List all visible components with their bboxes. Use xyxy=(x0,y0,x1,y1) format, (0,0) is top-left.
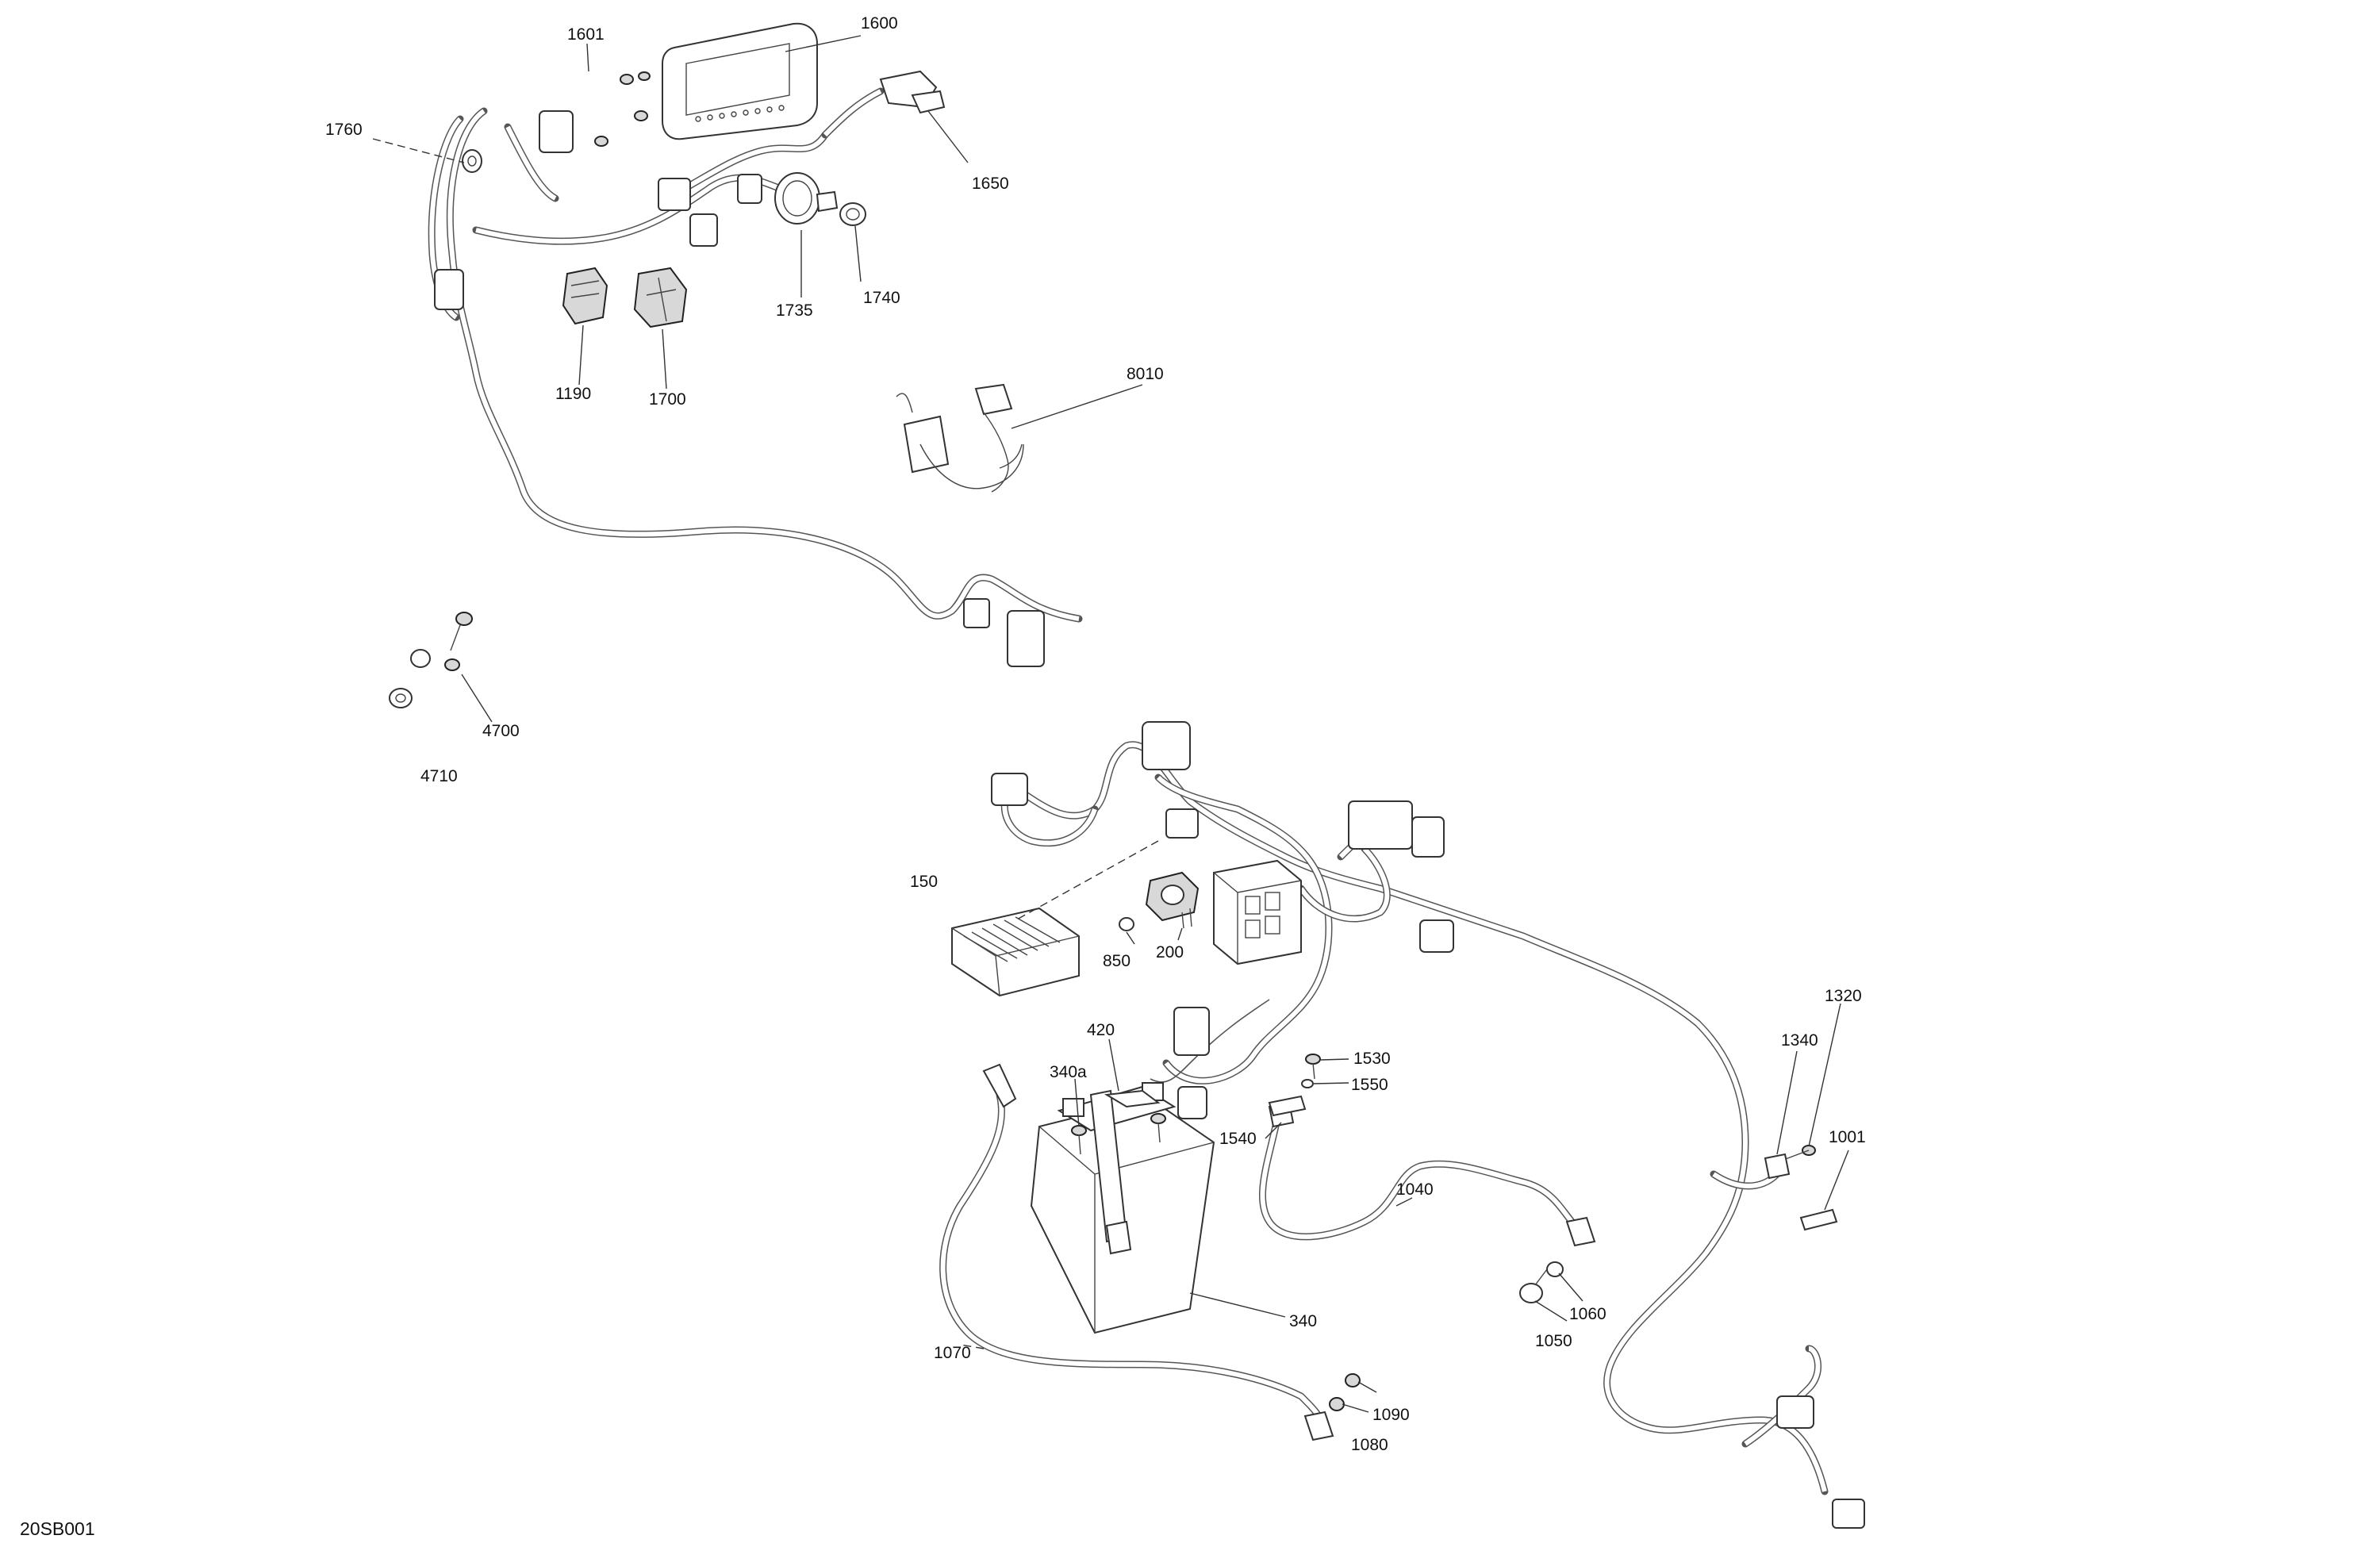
callout-1190: 1190 xyxy=(555,385,591,403)
callout-1601: 1601 xyxy=(567,25,605,44)
callout-850: 850 xyxy=(1103,952,1130,970)
nut-4710 xyxy=(389,688,413,708)
callout-1735: 1735 xyxy=(776,301,813,320)
callout-420: 420 xyxy=(1087,1021,1115,1039)
tie-1001 xyxy=(1799,1208,1838,1231)
callout-1070: 1070 xyxy=(934,1344,971,1362)
callout-1060: 1060 xyxy=(1569,1305,1606,1323)
callout-1700: 1700 xyxy=(649,390,686,409)
voltage-regulator-150 xyxy=(951,907,1080,997)
grommet-1760 xyxy=(462,149,482,173)
callout-1650: 1650 xyxy=(972,175,1009,193)
callout-200: 200 xyxy=(1156,943,1184,961)
callout-1001: 1001 xyxy=(1829,1128,1866,1146)
front-wiring-harness xyxy=(428,87,1083,667)
drawing-code: 20SB001 xyxy=(20,1518,95,1539)
callout-8010: 8010 xyxy=(1127,365,1164,383)
callout-340a: 340a xyxy=(1050,1063,1087,1081)
callout-150: 150 xyxy=(910,873,938,891)
callout-1740: 1740 xyxy=(863,289,900,307)
callout-4710: 4710 xyxy=(420,767,458,785)
bolt-1050 xyxy=(1519,1269,1548,1303)
clip-1340 xyxy=(1764,1153,1791,1180)
callout-1050: 1050 xyxy=(1535,1332,1572,1350)
safety-lanyard-8010 xyxy=(896,383,1024,493)
switch-1700 xyxy=(633,267,688,328)
fuse-box xyxy=(1213,859,1302,965)
callout-4700: 4700 xyxy=(482,722,520,740)
bolts-340a xyxy=(1071,1113,1166,1155)
leader-lines xyxy=(372,35,1849,1413)
callout-1600: 1600 xyxy=(861,14,898,33)
callout-1080: 1080 xyxy=(1351,1436,1388,1454)
callout-1340: 1340 xyxy=(1781,1031,1818,1050)
nut-1080 xyxy=(1329,1397,1345,1411)
nut-1060 xyxy=(1546,1261,1564,1277)
screws-1601 xyxy=(594,71,651,147)
callout-1040: 1040 xyxy=(1396,1180,1434,1199)
battery-cable-1070 xyxy=(939,1063,1334,1441)
washer-1550 xyxy=(1301,1079,1314,1088)
callout-labels: 1600 1601 1650 1760 1735 1740 1190 1700 … xyxy=(20,14,1866,1539)
callout-1760: 1760 xyxy=(325,121,363,139)
nut-850 xyxy=(1119,917,1134,931)
callout-1320: 1320 xyxy=(1825,987,1862,1005)
lug-1540 xyxy=(1268,1095,1307,1117)
starter-solenoid-200 xyxy=(1145,871,1200,929)
callout-1530: 1530 xyxy=(1353,1050,1391,1068)
switch-1190 xyxy=(562,267,608,325)
nut-1090 xyxy=(1345,1373,1361,1388)
callout-1090: 1090 xyxy=(1372,1406,1410,1424)
nut-1740 xyxy=(839,202,866,226)
callout-1540: 1540 xyxy=(1219,1130,1257,1148)
callout-340: 340 xyxy=(1289,1312,1317,1330)
battery-cable-1040 xyxy=(1258,1101,1596,1247)
callout-1550: 1550 xyxy=(1351,1076,1388,1094)
bolt-4700 xyxy=(410,612,473,671)
display-cluster-1600 xyxy=(662,22,818,140)
connector-1650 xyxy=(879,70,946,114)
battery-strap-420 xyxy=(1089,1089,1161,1255)
main-wiring-harness xyxy=(991,721,1865,1529)
screw-1530 xyxy=(1305,1054,1321,1080)
switch-1735 xyxy=(774,172,839,225)
